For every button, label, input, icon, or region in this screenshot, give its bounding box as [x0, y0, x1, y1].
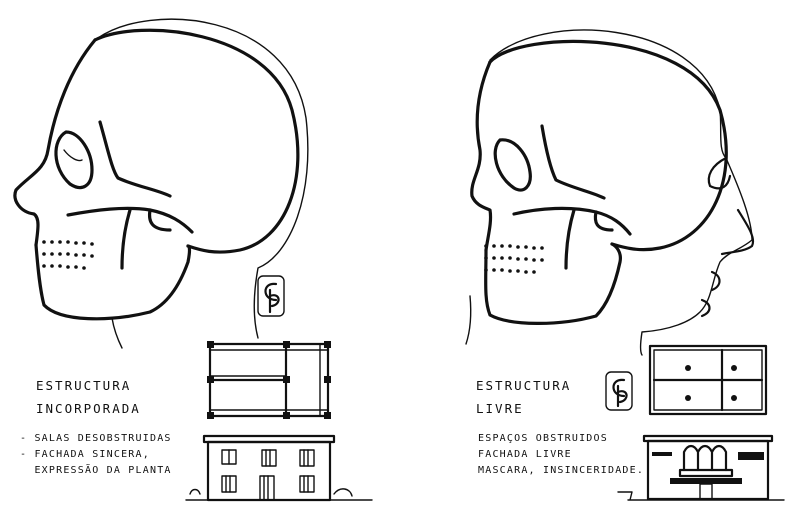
left-title: ESTRUCTURA INCORPORADA — [36, 374, 141, 420]
right-skull-teeth — [484, 244, 544, 274]
left-note-3: EXPRESSÃO DA PLANTA — [20, 463, 172, 479]
left-monogram — [258, 276, 284, 316]
left-title-line1: ESTRUCTURA — [36, 374, 141, 397]
left-floor-plan — [207, 341, 331, 419]
right-title-line2: LIVRE — [476, 397, 571, 420]
left-note-2: - FACHADA SINCERA, — [20, 447, 172, 463]
right-title: ESTRUCTURA LIVRE — [476, 374, 571, 420]
left-skull-teeth — [42, 240, 94, 270]
right-note-3: MASCARA, INSINCERIDADE. — [478, 463, 644, 479]
left-skull — [15, 19, 308, 348]
right-note-2: FACHADA LIVRE — [478, 447, 644, 463]
right-floor-plan — [650, 346, 766, 414]
right-note-1: ESPAÇOS OBSTRUIDOS — [478, 431, 644, 447]
left-notes: - SALAS DESOBSTRUIDAS - FACHADA SINCERA,… — [20, 431, 172, 479]
left-house-elevation — [186, 436, 372, 500]
right-notes: ESPAÇOS OBSTRUIDOS FACHADA LIVRE MASCARA… — [478, 431, 644, 479]
left-title-line2: INCORPORADA — [36, 397, 141, 420]
right-skull — [466, 30, 753, 355]
right-monogram — [606, 372, 632, 410]
right-title-line1: ESTRUCTURA — [476, 374, 571, 397]
left-note-1: - SALAS DESOBSTRUIDAS — [20, 431, 172, 447]
